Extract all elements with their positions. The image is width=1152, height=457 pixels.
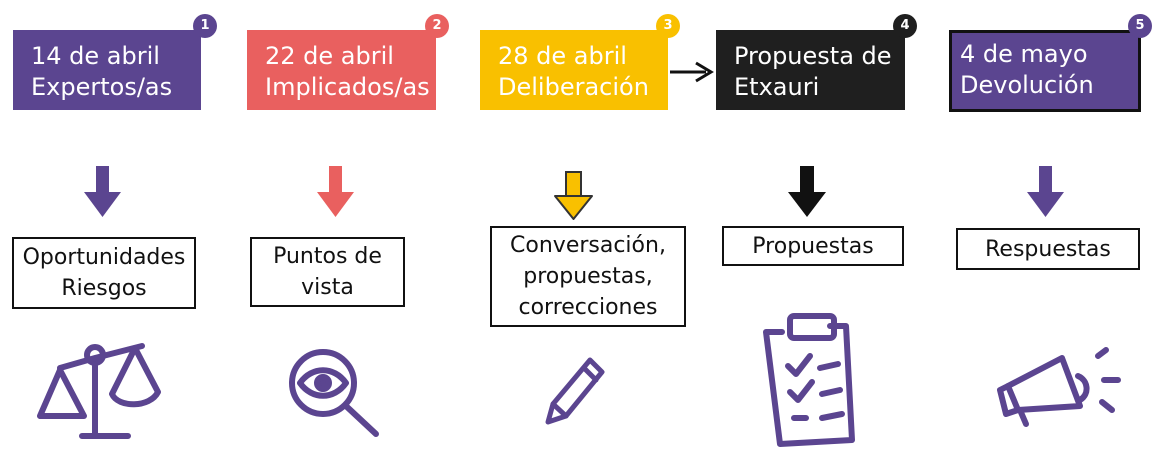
scales-icon [37, 343, 161, 439]
down-arrow-3 [554, 171, 593, 220]
stage-4-title-line1: Propuesta de [734, 42, 892, 70]
clipboard-checklist-icon [763, 313, 855, 447]
stage-1-output-box: Oportunidades Riesgos [12, 237, 196, 309]
stage-4-output-text: Propuestas [752, 233, 874, 259]
stage-5-output-text: Respuestas [985, 236, 1111, 262]
stage-4-box: Propuesta de Etxauri [716, 30, 905, 110]
pencil-icon [545, 357, 605, 425]
stage-3-box: 28 de abril Deliberación [480, 30, 668, 110]
stage-3-output-box: Conversación, propuestas, correcciones [490, 226, 686, 327]
stage-4-title-line2: Etxauri [734, 73, 820, 101]
stage-3-label: Deliberación [498, 73, 649, 101]
stage-2-output-text: Puntos de vista [273, 244, 382, 300]
down-arrow-4 [788, 166, 826, 217]
stage-2-date: 22 de abril [265, 42, 394, 70]
magnifier-eye-icon [289, 349, 379, 437]
stage-2-output-box: Puntos de vista [250, 237, 405, 307]
stage-4-output-box: Propuestas [722, 226, 904, 266]
stage-1-output-text: Oportunidades Riesgos [22, 245, 186, 301]
down-arrow-2 [317, 166, 354, 217]
stage-5-date: 4 de mayo [960, 40, 1088, 68]
stage-1-label: Expertos/as [31, 73, 173, 101]
down-arrow-5 [1027, 166, 1064, 217]
stage-5-number-badge: 5 [1128, 14, 1152, 38]
stage-2-box: 22 de abril Implicados/as [247, 30, 436, 110]
stage-3-output-text: Conversación, propuestas, correcciones [510, 233, 666, 320]
connector-arrow-3-to-4 [670, 61, 714, 83]
stage-3-number-badge: 3 [656, 14, 680, 38]
stage-1-date: 14 de abril [31, 42, 160, 70]
stage-5-box: 4 de mayo Devolución [949, 30, 1141, 112]
stage-3-date: 28 de abril [498, 42, 627, 70]
stage-5-output-box: Respuestas [956, 228, 1140, 270]
stage-1-box: 14 de abril Expertos/as [13, 30, 201, 110]
stage-2-label: Implicados/as [265, 73, 430, 101]
stage-5-label: Devolución [960, 71, 1094, 99]
stage-2-number-badge: 2 [425, 14, 449, 38]
megaphone-icon [997, 347, 1121, 427]
stage-4-number-badge: 4 [893, 14, 917, 38]
stage-1-number-badge: 1 [193, 14, 217, 38]
down-arrow-1 [84, 166, 121, 217]
